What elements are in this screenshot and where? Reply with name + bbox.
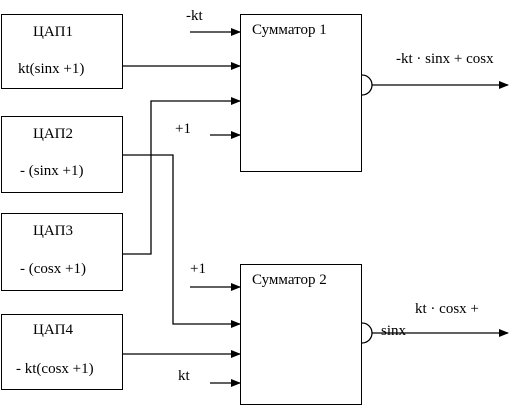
dac4-formula: - kt(cosx +1) bbox=[16, 361, 94, 377]
summator2-title: Сумматор 2 bbox=[252, 272, 327, 288]
dac3-block: ЦАП3 - (cosx +1) bbox=[1, 213, 123, 291]
sum2-input-kt-label: kt bbox=[178, 368, 190, 384]
dac1-title: ЦАП1 bbox=[33, 24, 73, 40]
sum1-output-label: -kt · sinx + cosx bbox=[396, 51, 494, 67]
dac3-title: ЦАП3 bbox=[33, 223, 73, 239]
arrow-dac3-to-sum1 bbox=[123, 97, 241, 255]
dac2-formula: - (sinx +1) bbox=[20, 163, 84, 179]
dac4-block: ЦАП4 - kt(cosx +1) bbox=[1, 314, 123, 390]
dac2-title: ЦАП2 bbox=[33, 126, 73, 142]
dac1-formula: kt(sinx +1) bbox=[18, 61, 85, 77]
dac3-formula: - (cosx +1) bbox=[20, 261, 86, 277]
dac1-block: ЦАП1 kt(sinx +1) bbox=[1, 14, 123, 89]
sum1-input-minus-kt-label: -kt bbox=[186, 8, 203, 24]
summator1-block: Сумматор 1 bbox=[240, 14, 362, 172]
dac4-title: ЦАП4 bbox=[33, 322, 73, 338]
summator1-title: Сумматор 1 bbox=[252, 22, 327, 38]
sum2-output-label-continued: sinx bbox=[381, 323, 407, 339]
sum1-input-plus1-label: +1 bbox=[175, 121, 191, 137]
sum2-output-label: kt · cosx + bbox=[415, 301, 479, 317]
dac2-block: ЦАП2 - (sinx +1) bbox=[1, 116, 123, 193]
arrow-dac2-to-sum2 bbox=[123, 154, 241, 328]
sum2-input-plus1-label: +1 bbox=[190, 261, 206, 277]
summator2-block: Сумматор 2 bbox=[240, 264, 362, 405]
